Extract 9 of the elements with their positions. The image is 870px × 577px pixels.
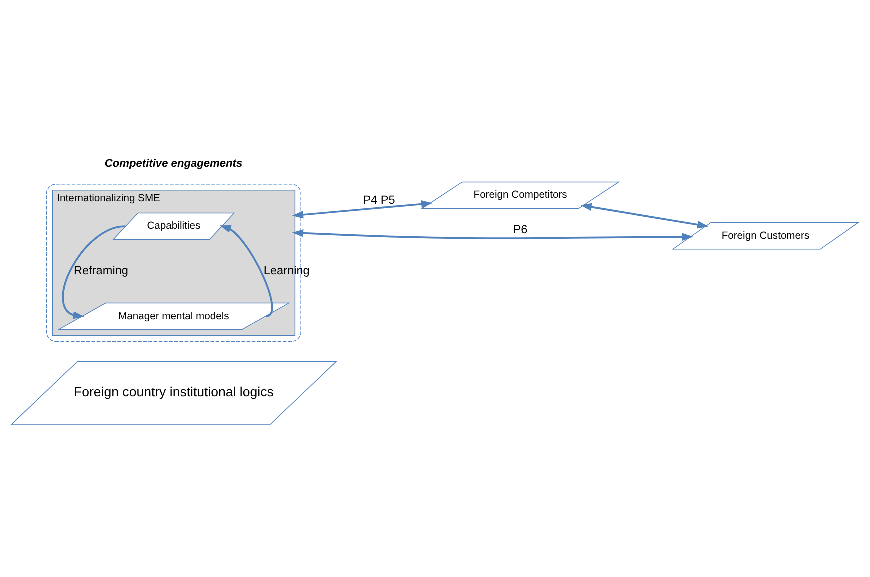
- arrow: [292, 200, 433, 219]
- arrow: [62, 226, 126, 320]
- arrow: [292, 229, 694, 241]
- edge-label: P6: [513, 222, 528, 237]
- arrow: [580, 203, 709, 229]
- label: Competitive engagements: [104, 158, 243, 170]
- edge-label: Reframing: [74, 263, 128, 278]
- edge-label: P4 P5: [363, 193, 396, 208]
- arrow: [220, 226, 274, 318]
